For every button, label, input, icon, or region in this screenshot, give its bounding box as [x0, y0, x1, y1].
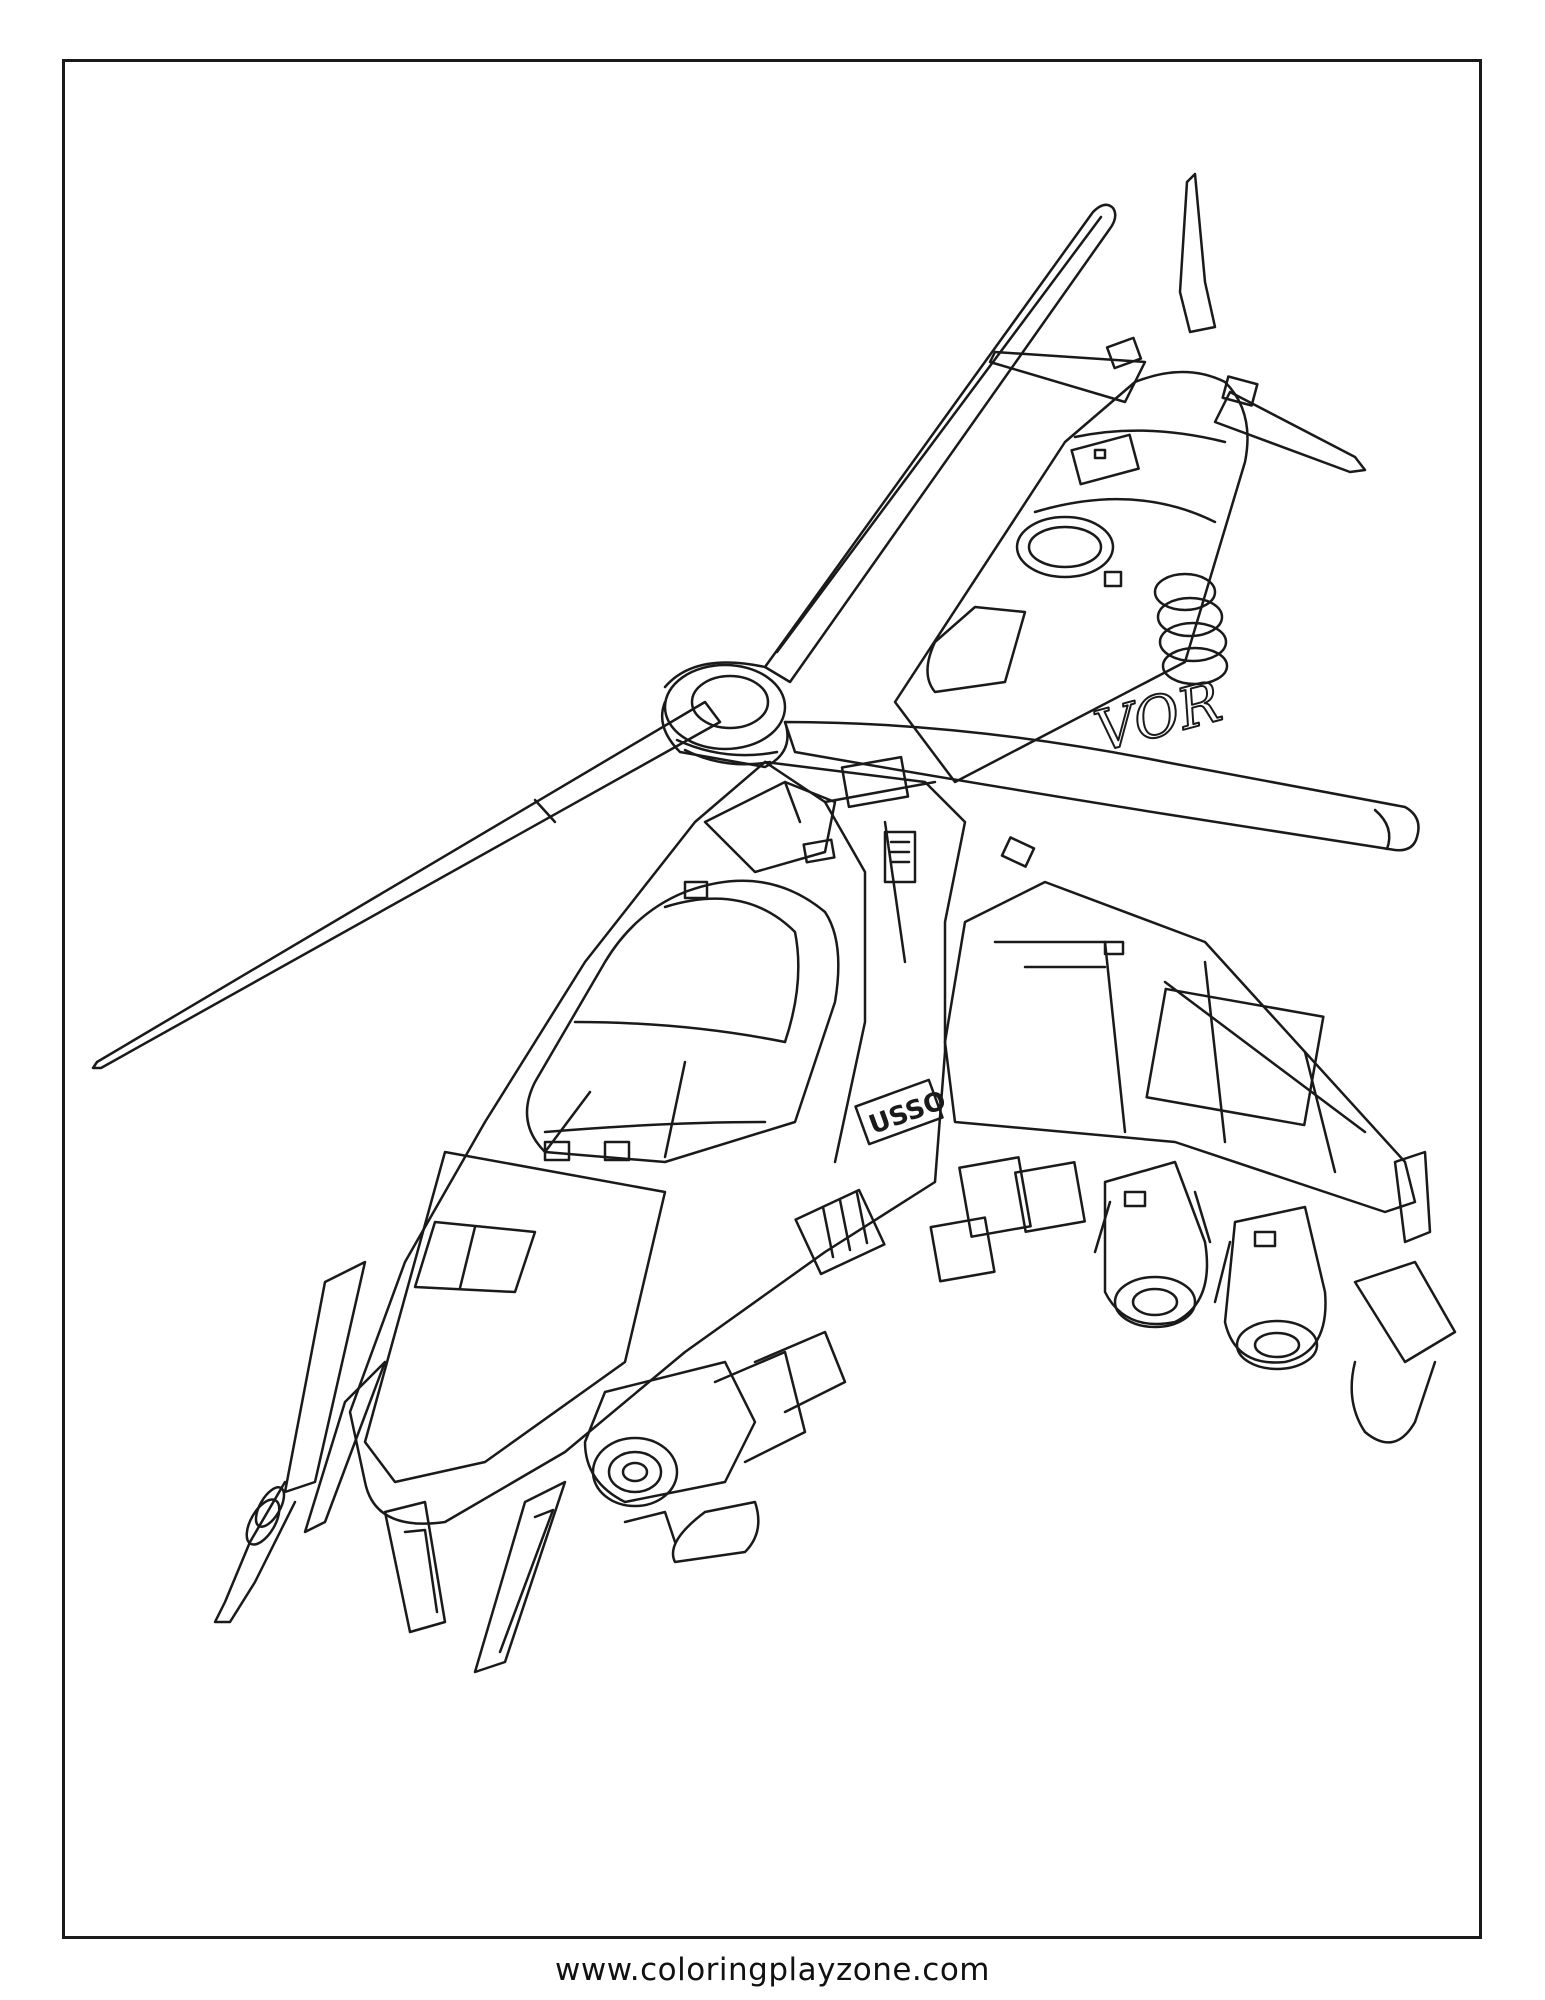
tail-marking-text: VOR	[1088, 669, 1228, 765]
coloring-page-frame: VOR USSO	[62, 59, 1482, 1939]
sensor-boxes	[705, 757, 1034, 872]
lower-fins	[385, 1482, 565, 1672]
tail-assembly: VOR	[895, 174, 1365, 782]
chin-turret	[585, 1332, 845, 1562]
weapon-pods	[931, 1157, 1455, 1442]
nose-marking-text: USSO	[865, 1085, 950, 1140]
website-credit: www.coloringplayzone.com	[555, 1952, 990, 1988]
stub-wing	[945, 882, 1430, 1242]
rotor-hub	[662, 663, 787, 768]
side-missile	[215, 1262, 385, 1622]
main-rotor-blades	[93, 205, 1419, 1068]
helicopter-line-art: VOR USSO	[65, 62, 1479, 1936]
